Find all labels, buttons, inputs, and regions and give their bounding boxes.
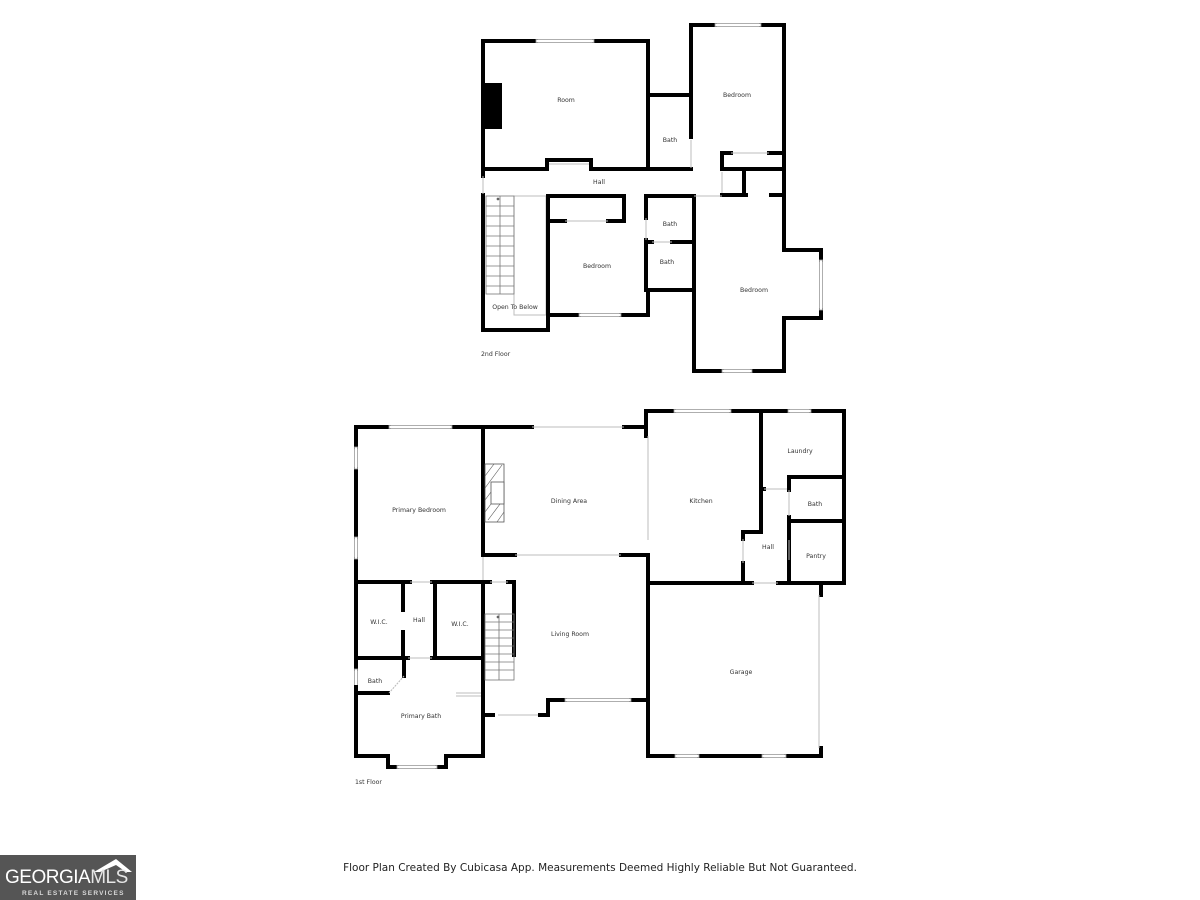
room-label: Bedroom [740, 287, 768, 294]
room-label: Pantry [806, 553, 826, 560]
room-label: W.I.C. [370, 619, 387, 626]
room-label: Living Room [551, 631, 589, 638]
room-label: Kitchen [689, 498, 712, 505]
georgia-mls-logo: GEORGIAMLS REAL ESTATE SERVICES [0, 855, 136, 900]
room-label: Garage [730, 669, 753, 676]
roof-icon [94, 859, 132, 872]
room-label: W.I.C. [451, 621, 468, 628]
room-label: Bedroom [723, 92, 751, 99]
room-label: Dining Area [551, 498, 587, 505]
room-label: Hall [413, 617, 425, 624]
room-label: Bath [663, 221, 677, 228]
room-label: Laundry [787, 448, 813, 455]
disclaimer-text: Floor Plan Created By Cubicasa App. Meas… [343, 862, 857, 874]
second-floor-plan [481, 23, 823, 373]
logo-wordmark: GEORGIAMLS [5, 867, 128, 888]
room-label: Primary Bath [401, 713, 441, 720]
staircase-2nd [485, 195, 515, 295]
floor-label-1st: 1st Floor [355, 779, 382, 786]
logo-tagline: REAL ESTATE SERVICES [22, 890, 125, 897]
room-label: Hall [762, 544, 774, 551]
room-label: Bath [808, 501, 822, 508]
room-label: Bath [663, 137, 677, 144]
floor-label-2nd: 2nd Floor [481, 351, 511, 358]
room-label: Bedroom [583, 263, 611, 270]
first-floor-plan [354, 409, 846, 769]
staircase-1st [484, 613, 515, 681]
room-label: Bath [660, 259, 674, 266]
room-label: Primary Bedroom [392, 507, 446, 514]
room-label: Room [557, 97, 575, 104]
fireplace [483, 83, 502, 129]
room-label: Hall [593, 179, 605, 186]
fireplace-hatched [484, 463, 505, 523]
room-label: Open To Below [492, 304, 538, 311]
room-label: Bath [368, 678, 382, 685]
